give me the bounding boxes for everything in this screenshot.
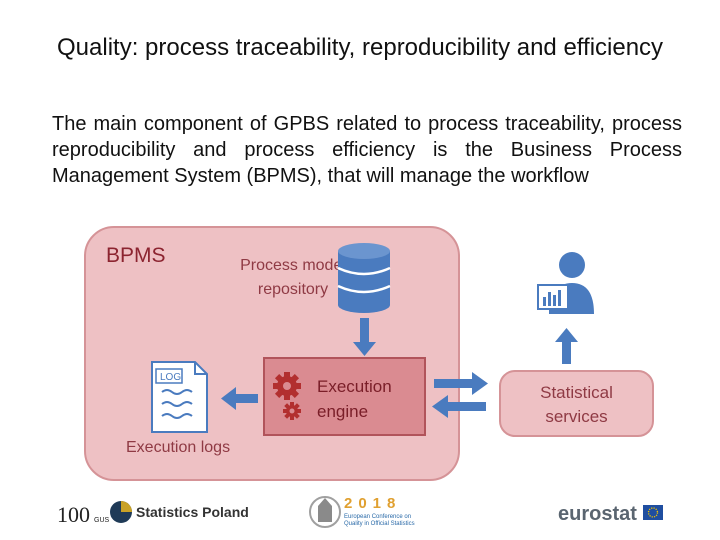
conference-subtitle: European Conference on Quality in Offici… bbox=[344, 514, 415, 527]
gear-icon bbox=[273, 372, 301, 420]
arrow-left-icon bbox=[221, 387, 258, 410]
statistical-services-box bbox=[499, 370, 654, 437]
arrow-down-icon bbox=[353, 318, 376, 356]
conference-year: 2018 bbox=[344, 495, 402, 512]
slide-title: Quality: process traceability, reproduci… bbox=[57, 34, 664, 61]
arrow-right-icon bbox=[434, 372, 488, 395]
body-paragraph: The main component of GPBS related to pr… bbox=[52, 113, 682, 187]
execution-engine-label: Execution engine bbox=[317, 377, 392, 421]
svg-text:100: 100 bbox=[57, 502, 90, 527]
database-icon bbox=[337, 243, 391, 313]
bpms-container bbox=[84, 226, 460, 481]
statistics-poland-label: Statistics Poland bbox=[136, 504, 249, 520]
log-document-icon bbox=[151, 361, 208, 433]
centenary-logo: 100 GUS bbox=[57, 502, 110, 527]
execution-engine-box bbox=[263, 357, 426, 436]
conference-emblem bbox=[309, 496, 341, 528]
svg-text:GUS: GUS bbox=[94, 517, 110, 524]
eurostat-label: eurostat bbox=[558, 503, 637, 525]
repository-label: Process model repository bbox=[240, 257, 346, 298]
statistical-services-label: Statistical services bbox=[540, 383, 613, 426]
bpms-label: BPMS bbox=[106, 244, 166, 267]
arrow-left-icon bbox=[432, 395, 486, 418]
statistics-poland-emblem bbox=[110, 501, 132, 523]
arrow-up-icon bbox=[555, 328, 578, 364]
eu-flag-icon bbox=[643, 505, 663, 520]
user-monitor-icon bbox=[537, 252, 594, 314]
execution-logs-label: Execution logs bbox=[126, 439, 231, 456]
log-doc-label: LOG bbox=[160, 372, 181, 383]
